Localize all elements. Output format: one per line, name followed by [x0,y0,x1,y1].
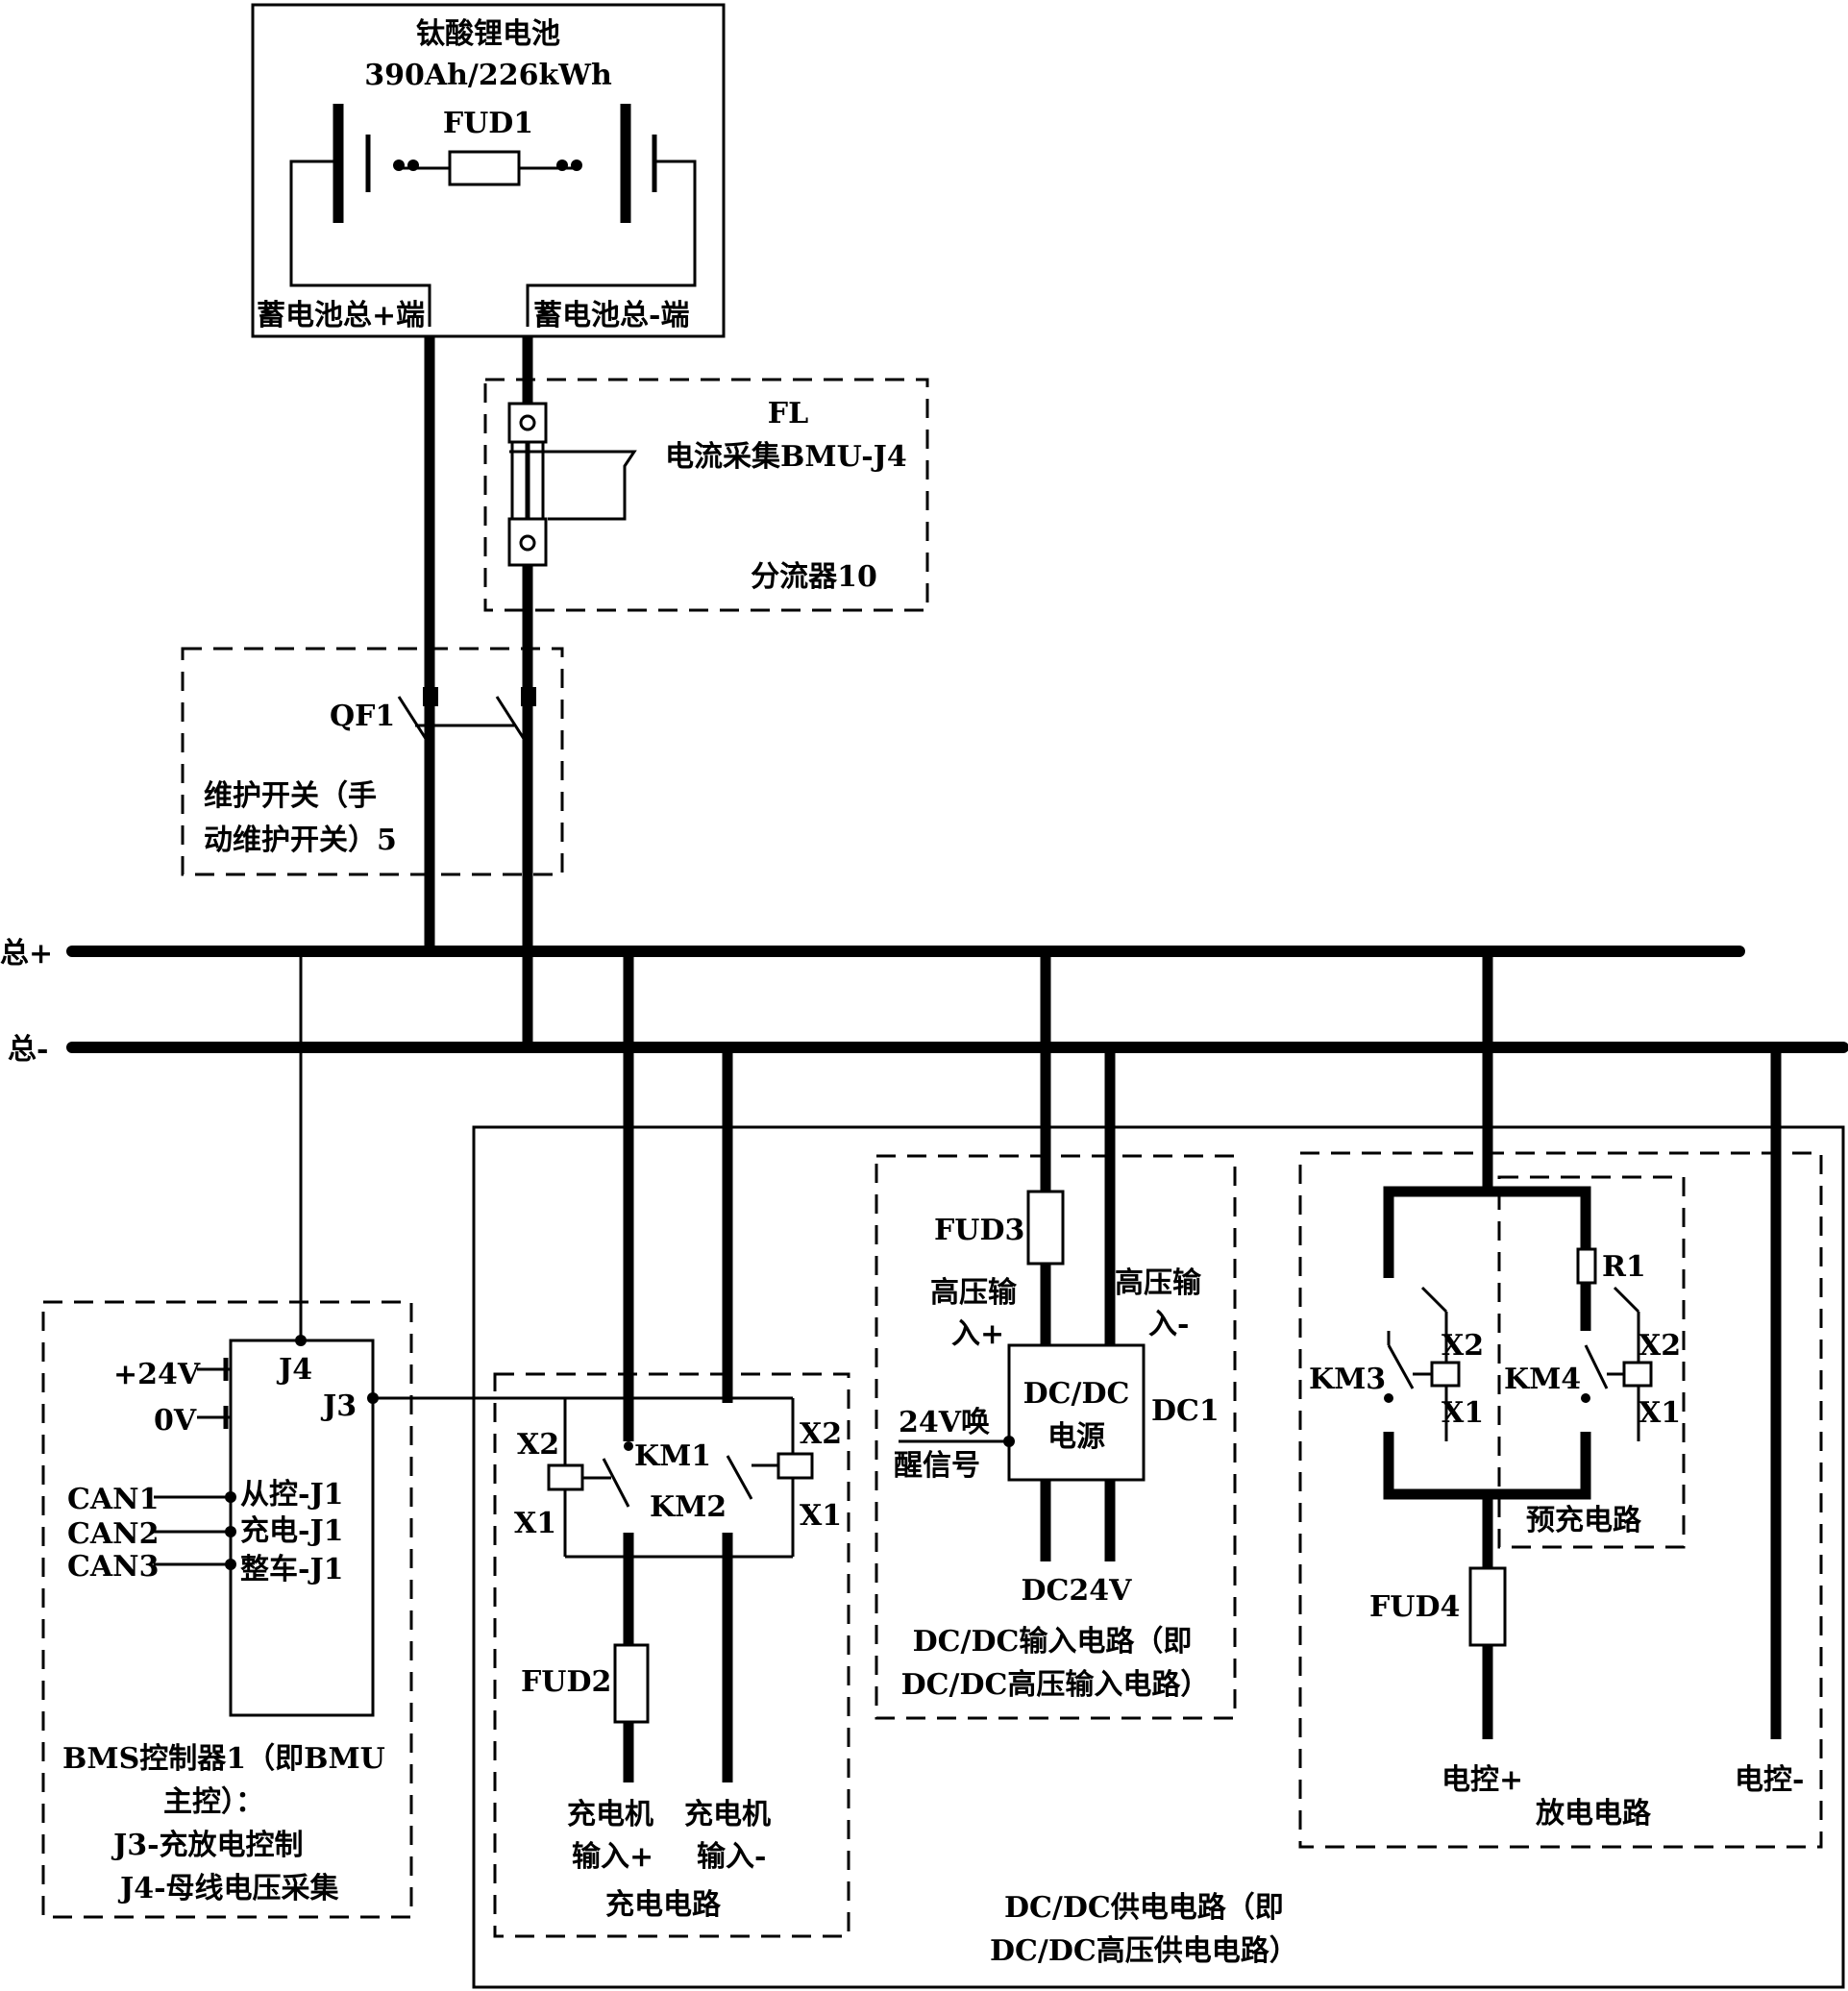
fud1-fuse [448,150,521,186]
battery-neg-terminal: 蓄电池总-端 [533,299,689,332]
charge-circuit: X2 X1 KM1 KM2 X2 X1 FUD2 充电机 输入+ 充电机 输入-… [493,1372,850,1938]
dcdc-input-name-line2: DC/DC高压输入电路） [901,1668,1210,1702]
dcdc-module-code: DC1 [1151,1394,1220,1428]
km3-x2: X2 [1441,1329,1484,1363]
wake-signal-line2: 醒信号 [894,1449,980,1483]
discharge-circuit: R1 KM3 X2 X1 KM4 X2 X1 预充电路 FUD4 电 [1298,1151,1823,1849]
km3-x1: X1 [1441,1396,1484,1430]
dcdc-input-circuit: FUD3 高压输 入+ 高压输 入- DC/DC 电源 DC1 24V唤 醒信号… [875,1154,1237,1720]
charge-circuit-name: 充电电路 [605,1888,722,1922]
out-neg-label: 电控- [1735,1763,1804,1797]
dc24v-label: DC24V [1022,1574,1133,1608]
dcdc-input-name-line1: DC/DC输入电路（即 [913,1625,1193,1659]
bms-24v-pin: +24V [113,1358,201,1391]
km1-label: KM1 [634,1439,711,1473]
km3-label: KM3 [1309,1363,1386,1396]
bms-port-vehicle: 整车-J1 [240,1553,344,1586]
shunt-code: FL [768,397,808,430]
km4-x1: X1 [1639,1396,1681,1430]
fud2-fuse [613,1643,650,1724]
bms-label-line4: J4-母线电压采集 [117,1872,340,1905]
hv-neg-line2: 入- [1148,1308,1189,1341]
out-pos-label: 电控+ [1441,1763,1523,1797]
km4-label: KM4 [1504,1363,1581,1396]
dcdc-module-line1: DC/DC [1023,1377,1130,1411]
r1-label: R1 [1602,1250,1646,1284]
battery-pack: 钛酸锂电池 390Ah/226kWh FUD1 蓄电池总+端 蓄电池总-端 [251,3,726,338]
charge-x1-left: X1 [514,1507,556,1540]
bms-label-line1: BMS控制器1（即BMU [62,1742,385,1776]
battery-title: 钛酸锂电池 [416,17,560,51]
battery-capacity: 390Ah/226kWh [364,59,612,92]
shunt-name: 分流器10 [751,560,877,594]
precharge-label: 预充电路 [1526,1504,1642,1537]
wake-signal-line1: 24V唤 [899,1406,990,1439]
negative-bus-label: 总- [8,1033,48,1067]
fud4-label: FUD4 [1369,1590,1460,1624]
supply-name-line1: DC/DC供电电路（即 [1004,1891,1284,1925]
bms-controller: J4 J3 +24V 0V CAN1 从控-J1 CAN2 充电-J1 CAN3… [41,1300,793,1919]
bms-can1: CAN1 [67,1483,159,1516]
hv-neg-line1: 高压输 [1115,1266,1202,1300]
bms-label-line3: J3-充放电控制 [111,1829,304,1862]
supply-name-line2: DC/DC高压供电电路） [990,1934,1298,1968]
hv-pos-line2: 入+ [951,1317,1004,1351]
charger-input-pos-line1: 充电机 [567,1798,653,1831]
shunt-signal: 电流采集BMU-J4 [665,440,907,474]
charger-input-pos-line2: 输入+ [572,1840,653,1874]
charge-x2-right: X2 [800,1417,842,1451]
km2-label: KM2 [650,1490,727,1524]
maintenance-switch-qf1: QF1 维护开关（手 动维护开关）5 [181,647,564,946]
battery-pos-terminal: 蓄电池总+端 [257,299,425,332]
r1-resistor [1576,1247,1597,1285]
fud4-fuse [1468,1566,1507,1647]
charge-x2-left: X2 [517,1428,559,1462]
dcdc-module-line2: 电源 [1047,1420,1105,1454]
km4-x2: X2 [1639,1329,1681,1363]
fud2-label: FUD2 [521,1665,611,1699]
fud1-label: FUD1 [443,107,533,140]
bms-label-line2: 主控）： [163,1785,264,1819]
discharge-name: 放电电路 [1535,1797,1652,1831]
dcdc-module [1007,1343,1146,1482]
qf1-name-line1: 维护开关（手 [204,779,377,813]
positive-bus-label: 总+ [0,937,53,971]
bms-j3: J3 [320,1389,357,1423]
fud3-label: FUD3 [934,1214,1024,1247]
charger-input-neg-line2: 输入- [697,1840,766,1874]
bms-port-charge: 充电-J1 [240,1514,344,1548]
bms-j4: J4 [276,1353,312,1387]
bms-can3: CAN3 [67,1550,159,1584]
bms-0v-pin: 0V [154,1404,197,1438]
fud3-fuse [1026,1190,1065,1266]
qf1-label: QF1 [330,700,395,733]
bms-port-slave: 从控-J1 [240,1478,344,1512]
dcdc-supply-box [472,1125,1845,1989]
hv-pos-line1: 高压输 [930,1276,1018,1310]
precharge-box [1497,1175,1686,1549]
bms-can2: CAN2 [67,1517,159,1551]
charger-input-neg-line1: 充电机 [684,1798,771,1831]
charge-x1-right: X1 [800,1499,842,1533]
qf1-name-line2: 动维护开关）5 [204,823,397,857]
shunt-fl: FL 电流采集BMU-J4 分流器10 [483,336,929,706]
